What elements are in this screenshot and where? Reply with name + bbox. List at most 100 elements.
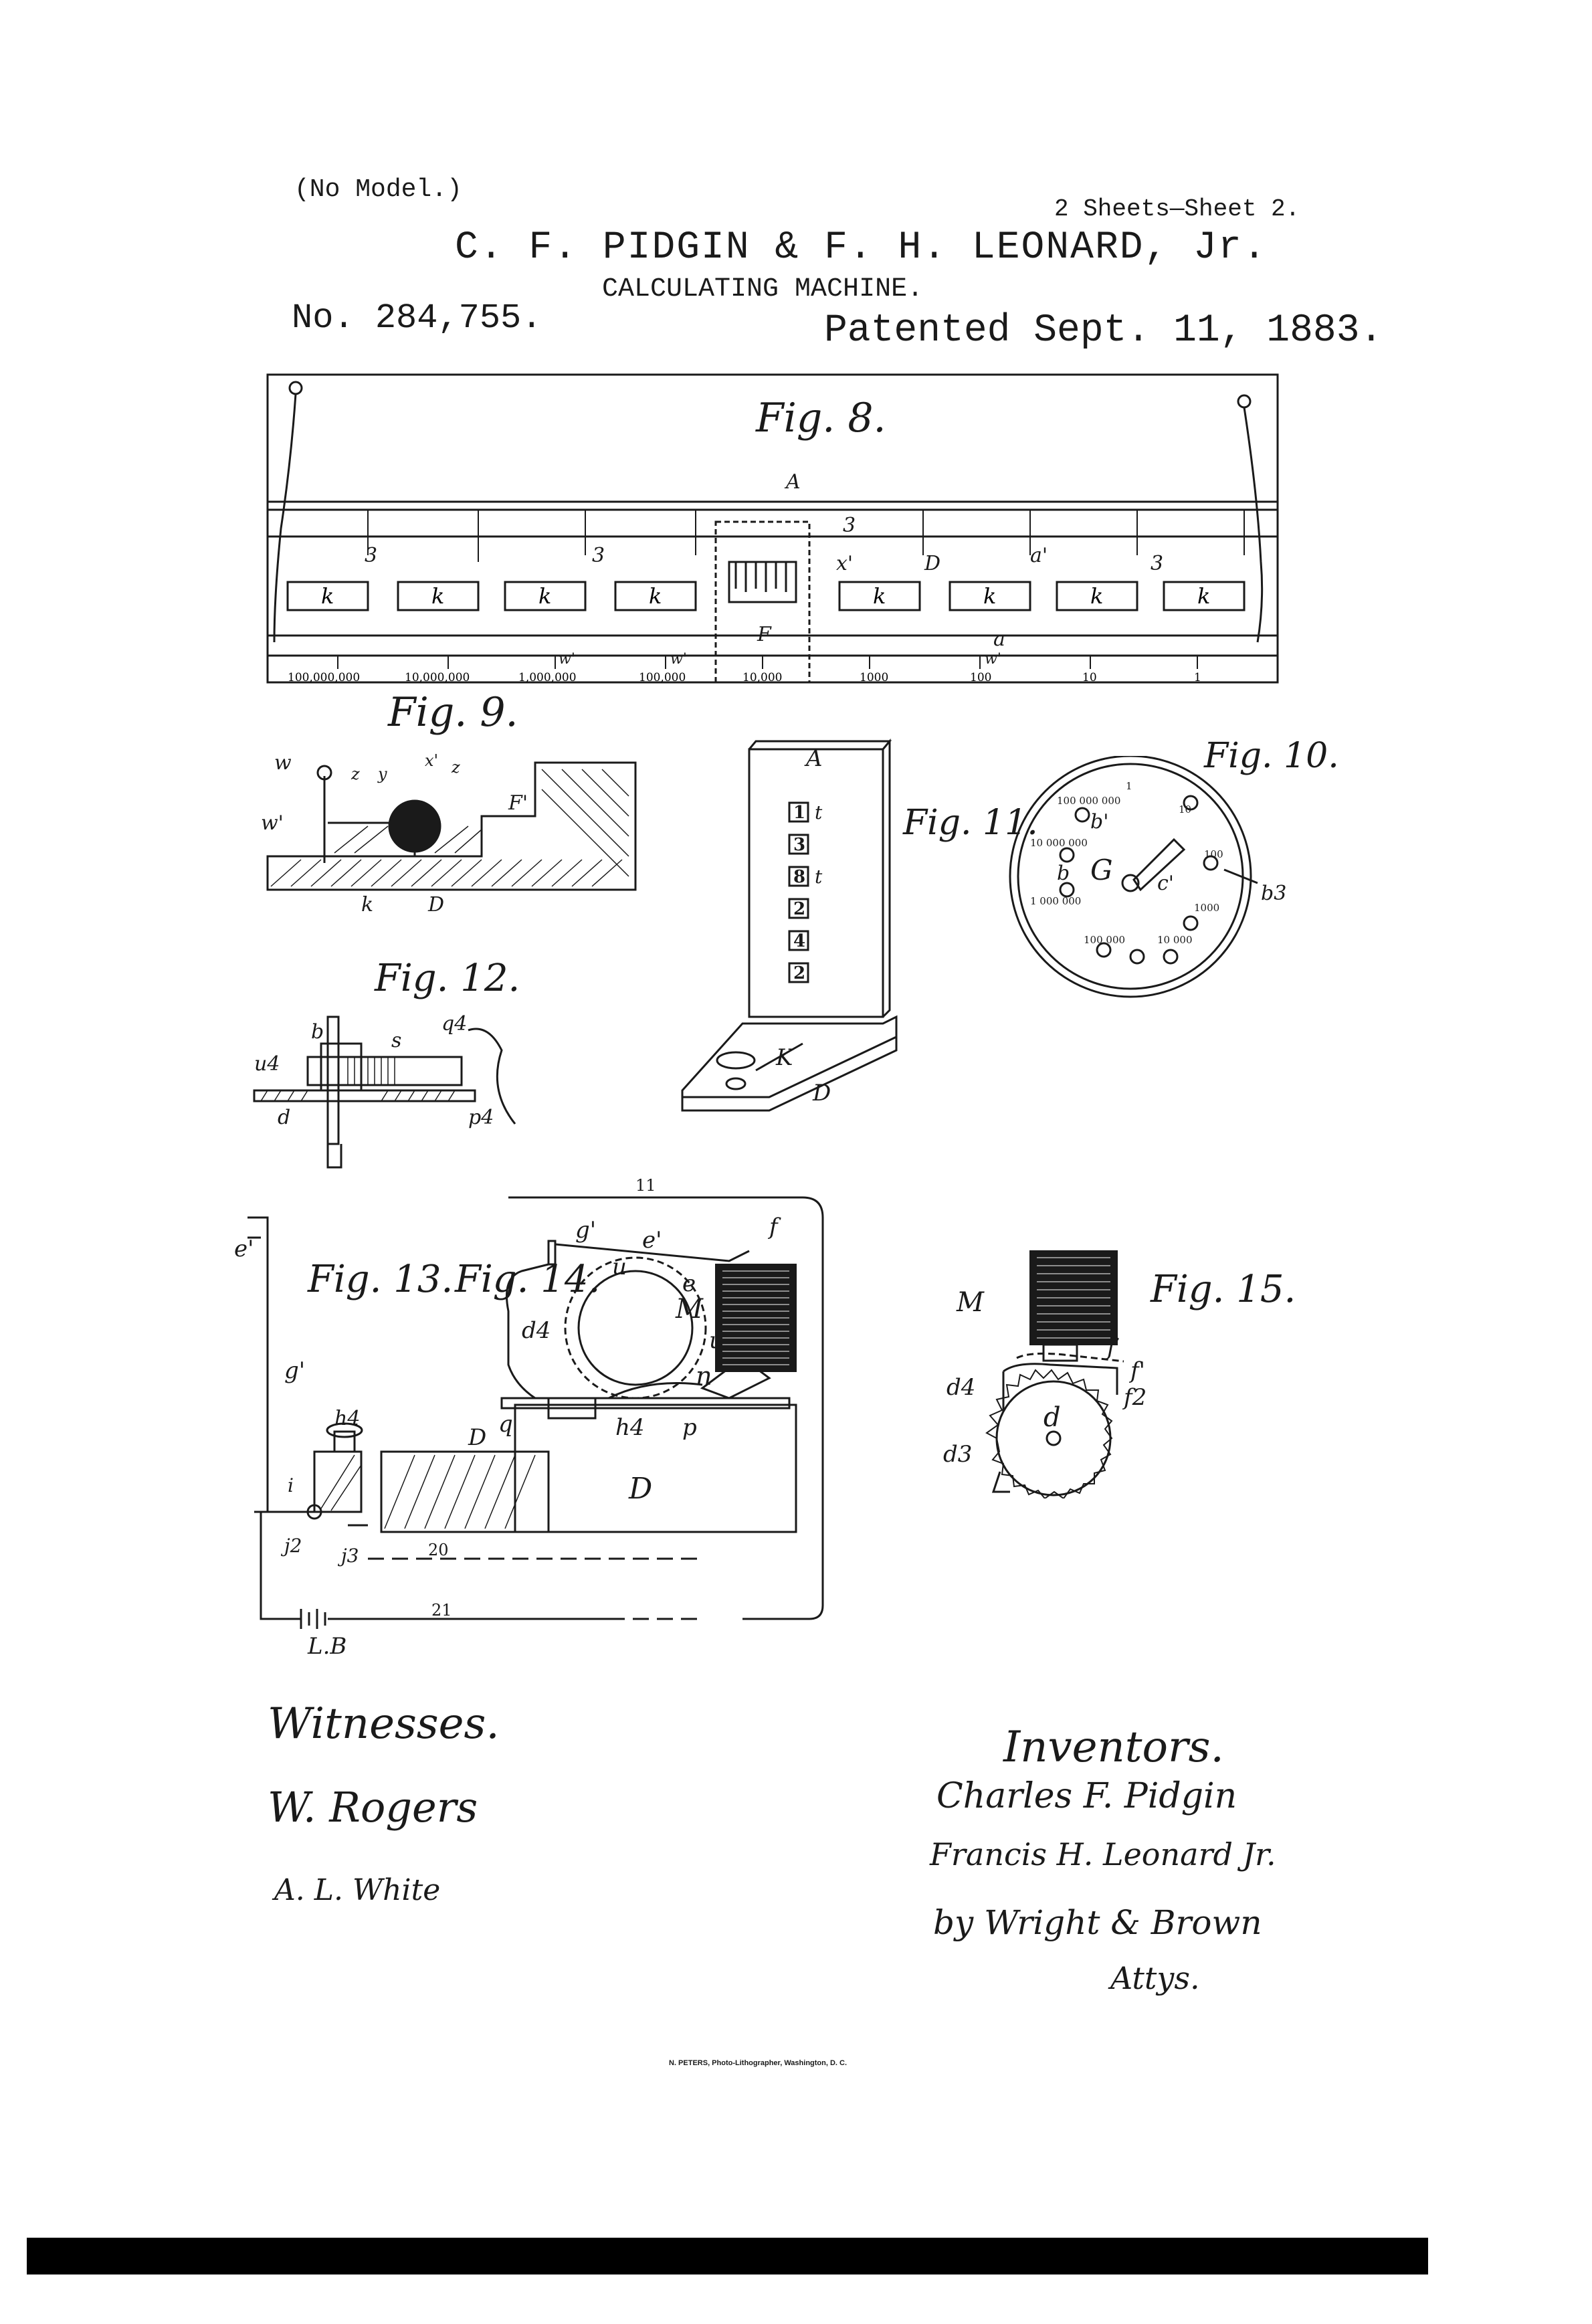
fig9-letter: w' — [261, 811, 284, 835]
fig13-letter: 21 — [431, 1601, 452, 1620]
fig8-key-label: k — [1090, 583, 1103, 609]
fig15-letter: M — [956, 1287, 985, 1318]
fig13-letter: g' — [284, 1357, 305, 1384]
figure-15-drawing: M f f' d4 f2 d d3 — [943, 1250, 1147, 1498]
fig13-letter: e' — [234, 1236, 254, 1262]
fig10-dial-value: 100 — [1204, 848, 1223, 860]
fig14-letter: g' — [575, 1217, 596, 1244]
fig8-scale-label: 1 — [1194, 671, 1201, 684]
figure-8-scale: 100,000,000 10,000,000 1,000,000 100,000… — [288, 671, 1201, 684]
witness-signature-1: W. Rogers — [268, 1783, 478, 1832]
figure-9-drawing: w w' z y x' z F' k D — [261, 751, 637, 916]
fig12-letter: d — [278, 1106, 290, 1129]
fig13-letter: j3 — [337, 1545, 359, 1567]
attorneys-signature: by Wright & Brown — [933, 1903, 1262, 1942]
fig8-letter: 3 — [365, 544, 377, 567]
patent-number: No. 284,755. — [292, 298, 542, 338]
fig14-letter: h4 — [615, 1414, 645, 1441]
fig13-letter: 20 — [428, 1541, 449, 1559]
fig12-letter: u4 — [254, 1052, 280, 1076]
fig8-scale-label: 100 — [970, 671, 991, 684]
fig8-key-label: k — [983, 583, 996, 609]
figure-14-label: Fig. 14. — [455, 1258, 601, 1301]
fig8-letter: w' — [985, 651, 1001, 668]
fig8-key-label: k — [321, 583, 334, 609]
figure-13-label: Fig. 13. — [308, 1258, 454, 1301]
fig12-letter: s — [391, 1029, 401, 1052]
fig14-letter: n — [696, 1361, 712, 1391]
fig8-key-label: k — [873, 583, 886, 609]
figure-10-label: Fig. 10. — [1204, 736, 1339, 776]
fig14-letter: D — [628, 1472, 652, 1506]
fig11-letter: D — [812, 1080, 831, 1106]
fig9-letter: k — [361, 893, 373, 916]
fig8-letter: 3 — [1151, 552, 1163, 575]
scan-edge-bar — [27, 2238, 1428, 2274]
fig11-letter: t — [815, 801, 823, 824]
fig11-digit: 1 — [793, 803, 805, 823]
fig14-letter: u — [709, 1327, 724, 1354]
fig13-letter: h4 — [334, 1407, 360, 1430]
inventor-signature-2: Francis H. Leonard Jr. — [930, 1836, 1276, 1872]
fig14-letter: p — [682, 1414, 697, 1441]
fig8-letter: 3 — [592, 544, 605, 567]
figure-13-14-drawing: e' g' h4 i D j2 j3 20 21 L.B 11 g' e' f … — [234, 1177, 824, 1659]
fig14-letter: 11 — [635, 1177, 656, 1195]
fig10-dial-values: 1 10 100 1000 10 000 100 000 1 000 000 1… — [1030, 780, 1223, 946]
fig8-letter: a — [993, 627, 1005, 651]
figure-11-drawing: 1 3 8 2 4 2 A t t K D — [681, 738, 898, 1112]
fig15-letter: f' — [1128, 1357, 1145, 1384]
fig10-letter: G — [1090, 854, 1113, 886]
fig8-letter: D — [924, 552, 940, 575]
figure-9-label: Fig. 9. — [388, 689, 518, 736]
fig10-letter: b — [1057, 862, 1070, 885]
fig11-digit: 2 — [793, 899, 805, 919]
fig11-digit: 4 — [793, 931, 805, 951]
fig11-letter: t — [815, 866, 823, 888]
inventor-signature-1: Charles F. Pidgin — [936, 1776, 1237, 1816]
fig11-letter: A — [804, 745, 823, 772]
figure-8-label: Fig. 8. — [756, 395, 886, 442]
fig15-letter: d3 — [943, 1441, 972, 1468]
fig8-scale-label: 1000 — [860, 671, 888, 684]
fig11-counter-digits: 1 3 8 2 4 2 — [793, 803, 805, 983]
invention-title: CALCULATING MACHINE. — [602, 274, 924, 304]
figure-12-label: Fig. 12. — [375, 957, 520, 1000]
fig14-letter: q — [498, 1411, 513, 1438]
fig11-digit: 3 — [793, 835, 805, 855]
fig11-digit: 2 — [793, 963, 805, 983]
fig8-key-label: k — [649, 583, 662, 609]
fig8-key-label: k — [1197, 583, 1210, 609]
fig11-digit: 8 — [793, 867, 805, 887]
fig8-letter: w' — [670, 651, 687, 668]
fig13-letter: i — [288, 1474, 294, 1496]
fig15-letter: f2 — [1122, 1384, 1147, 1411]
figure-12-drawing: b s q4 u4 d p4 — [253, 1012, 516, 1169]
fig9-letter: D — [427, 893, 444, 916]
inventors-heading: Inventors. — [1003, 1723, 1224, 1772]
fig10-dial-value: 1 000 000 — [1030, 895, 1081, 907]
fig14-letter: u — [612, 1254, 627, 1280]
fig9-letter: x' — [425, 751, 438, 770]
fig15-letter: d — [1043, 1402, 1061, 1433]
fig10-letter: b' — [1090, 810, 1108, 834]
figure-11-label: Fig. 11. — [903, 803, 1038, 843]
fig8-letter: w' — [559, 651, 575, 668]
fig13-letter: L.B — [307, 1633, 346, 1659]
fig12-letter: b — [311, 1020, 324, 1044]
fig14-letter: e' — [642, 1227, 662, 1254]
patent-date: Patented Sept. 11, 1883. — [824, 309, 1383, 353]
fig8-scale-label: 1,000,000 — [518, 671, 577, 684]
fig8-letter: F — [757, 623, 772, 646]
fig8-letter: A — [784, 470, 801, 494]
fig8-scale-label: 100,000,000 — [288, 671, 360, 684]
fig10-dial-value: 100 000 000 — [1057, 795, 1120, 807]
fig9-letter: y — [377, 765, 387, 783]
no-model-note: (No Model.) — [294, 175, 462, 204]
fig9-letter: w — [274, 751, 292, 775]
fig10-dial-value: 1000 — [1194, 902, 1219, 914]
figure-8-drawing: k k k k k k k k 100,000,000 10,000,000 1… — [266, 373, 1279, 684]
fig8-key-label: k — [538, 583, 551, 609]
fig12-letter: p4 — [468, 1106, 494, 1129]
fig15-letter: d4 — [947, 1374, 975, 1401]
